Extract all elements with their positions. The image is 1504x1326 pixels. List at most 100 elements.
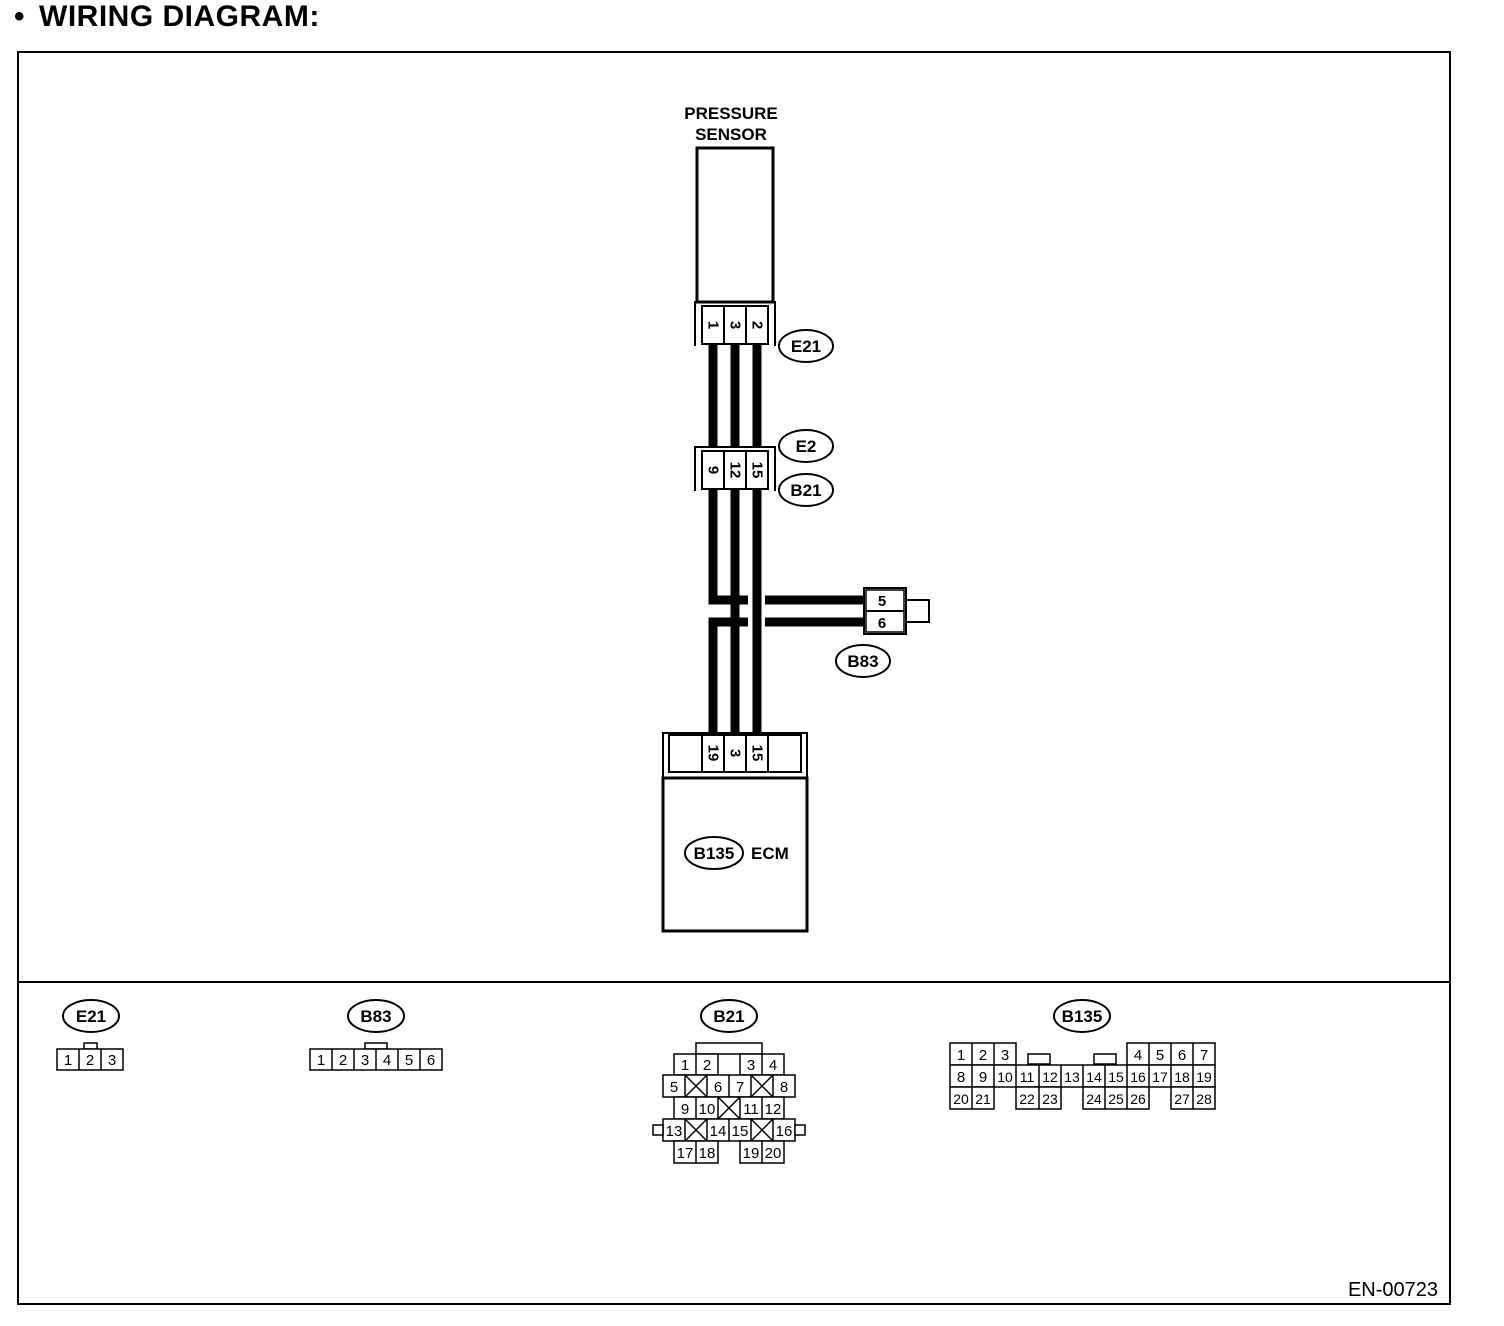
e21-tag: E21 (791, 337, 821, 356)
view-b21-pin: 3 (747, 1057, 755, 1074)
view-b135-pin: 4 (1134, 1047, 1142, 1064)
view-b83: B83 1 2 3 4 5 6 (309, 999, 443, 1071)
b83-tag-oval (835, 644, 891, 678)
view-b83-pin: 2 (339, 1052, 347, 1069)
view-b135-pin: 27 (1174, 1091, 1190, 1107)
title-text: WIRING DIAGRAM: (39, 0, 320, 33)
view-b83-pin: 1 (317, 1052, 325, 1069)
view-b135-pin: 15 (1108, 1069, 1124, 1085)
view-b135-pin: 13 (1064, 1069, 1080, 1085)
page-title: • WIRING DIAGRAM: (14, 0, 320, 34)
view-b21-pin: 8 (780, 1079, 788, 1096)
b21-pin-a: 9 (705, 466, 722, 474)
view-b135-pin: 22 (1019, 1091, 1035, 1107)
view-b135-pin: 19 (1196, 1069, 1212, 1085)
view-b135-pin: 20 (953, 1091, 969, 1107)
view-b21-pin: 11 (743, 1101, 759, 1118)
doc-code: EN-00723 (1348, 1279, 1438, 1301)
view-b83-pin: 3 (361, 1052, 369, 1069)
e2-tag-oval (778, 429, 834, 463)
view-e21-pin: 2 (86, 1052, 94, 1069)
view-b135-pin: 21 (975, 1091, 991, 1107)
view-b135-pin: 23 (1042, 1091, 1058, 1107)
b135-pin-b: 3 (727, 749, 744, 757)
view-b135-pin: 16 (1130, 1069, 1146, 1085)
view-b135-pin: 5 (1156, 1047, 1164, 1064)
view-b21-tag: B21 (713, 1007, 744, 1026)
view-b21-pin: 1 (681, 1057, 689, 1074)
b21-tag: B21 (790, 481, 821, 500)
b21-pin-b: 12 (727, 462, 744, 479)
connector-e2-b21: 9 12 15 (694, 446, 776, 491)
view-b21-pin: 10 (699, 1101, 716, 1118)
view-b21-pin: 5 (670, 1079, 678, 1096)
view-b21-pins: 1 2 3 4 5 6 7 8 9 10 11 12 13 14 15 16 1… (666, 1057, 793, 1162)
view-b135-pin: 14 (1086, 1069, 1102, 1085)
view-b21-pin: 18 (699, 1145, 716, 1162)
e21-tag-oval (778, 329, 834, 363)
e21-pin-c: 2 (749, 321, 766, 329)
view-b135-pin: 12 (1042, 1069, 1058, 1085)
b21-pin-c: 15 (749, 462, 766, 479)
view-b135-pin: 24 (1086, 1091, 1102, 1107)
view-b135-pin: 10 (997, 1069, 1013, 1085)
wires-upper (708, 344, 762, 447)
view-b135-pin: 3 (1001, 1047, 1009, 1064)
view-b21-pin: 2 (703, 1057, 711, 1074)
pressure-sensor-body (695, 146, 775, 304)
view-b21-pin: 4 (769, 1057, 777, 1074)
sensor-label-line1: PRESSURE (684, 104, 778, 123)
title-bullet: • (14, 0, 26, 33)
view-b135-pin: 1 (957, 1047, 965, 1064)
view-b21-pin: 9 (681, 1101, 689, 1118)
view-b21-pin: 16 (776, 1123, 793, 1140)
sensor-label-line2: SENSOR (695, 125, 767, 144)
view-b135-pin: 8 (957, 1069, 965, 1086)
connector-e21: 1 3 2 (694, 301, 776, 346)
b21-tag-oval (778, 473, 834, 507)
view-b21-pin: 17 (677, 1145, 694, 1162)
view-b83-tag: B83 (360, 1007, 391, 1026)
view-b21-pin: 19 (743, 1145, 760, 1162)
wires-lower (708, 489, 864, 733)
view-e21-pin: 1 (64, 1052, 72, 1069)
ecm-label: ECM (751, 844, 789, 863)
view-b135-pin: 6 (1178, 1047, 1186, 1064)
view-b83-pin: 5 (405, 1052, 413, 1069)
view-e21-tag: E21 (76, 1007, 106, 1026)
view-b135-pin: 28 (1196, 1091, 1212, 1107)
b135-pin-c: 15 (749, 745, 766, 762)
view-b21 (652, 999, 806, 1164)
connector-b83: 5 6 (863, 587, 930, 635)
view-b135-pin: 17 (1152, 1069, 1168, 1085)
view-b21-pin: 15 (732, 1123, 749, 1140)
view-b21-pin: 20 (765, 1145, 782, 1162)
diagram-frame (17, 51, 1451, 1305)
b83-pin-a: 5 (878, 593, 886, 610)
b83-pin-b: 6 (878, 615, 886, 632)
b83-tag: B83 (847, 652, 878, 671)
view-b21-pin: 6 (714, 1079, 722, 1096)
view-b83-pin: 4 (383, 1052, 391, 1069)
ecm-connector-b135: 19 3 15 (662, 732, 808, 778)
e21-pin-b: 3 (727, 321, 744, 329)
view-b21-pin: 7 (736, 1079, 744, 1096)
view-e21-pin: 3 (108, 1052, 116, 1069)
view-b135-pin: 2 (979, 1047, 987, 1064)
b135-pin-a: 19 (705, 745, 722, 762)
view-b21-pin: 14 (710, 1123, 727, 1140)
view-b83-pin: 6 (427, 1052, 435, 1069)
view-b21-pin: 12 (765, 1101, 782, 1118)
view-b135-tag: B135 (1062, 1007, 1103, 1026)
view-b135-pins: 1 2 3 4 5 6 7 8 9 10 11 12 13 14 15 16 1… (953, 1047, 1212, 1107)
view-b135-pin: 18 (1174, 1069, 1190, 1085)
e2-tag: E2 (796, 437, 817, 456)
view-b135-pin: 7 (1200, 1047, 1208, 1064)
view-b21-pin: 13 (666, 1123, 683, 1140)
view-b135-pin: 9 (979, 1069, 987, 1086)
b135-tag: B135 (694, 844, 735, 863)
view-b135 (949, 999, 1216, 1110)
view-b135-pin: 25 (1108, 1091, 1124, 1107)
view-b135-pin: 26 (1130, 1091, 1146, 1107)
